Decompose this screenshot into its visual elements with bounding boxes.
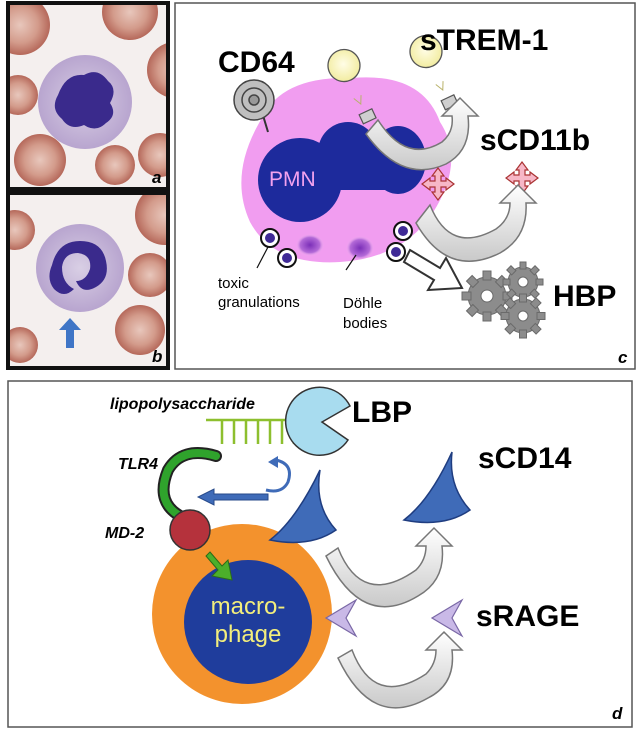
hbp-label: HBP — [553, 280, 616, 313]
macrophage-nucleus — [184, 560, 312, 684]
neutrophil-cell-b — [36, 224, 124, 312]
rotate-arrow-icon — [265, 458, 291, 493]
transfer-arrow-icon — [196, 488, 269, 506]
scd14-label: sCD14 — [478, 442, 572, 475]
strem1-bulb-icon — [327, 48, 377, 125]
panel-b-letter: b — [152, 347, 162, 366]
panel-d-letter: d — [612, 704, 623, 723]
cd64-receptor-icon — [233, 79, 275, 133]
scd11b-label: sCD11b — [480, 124, 590, 157]
shed-arrow-srage — [337, 630, 464, 709]
panel-a-letter: a — [152, 168, 161, 187]
scd14-soluble-icon — [402, 451, 472, 524]
signal-arrow-icon — [205, 551, 233, 581]
arrow-up-icon — [59, 318, 81, 348]
panel-c-letter: c — [618, 348, 628, 367]
srage-label: sRAGE — [476, 600, 579, 633]
rage-membrane-icon — [324, 598, 358, 638]
md2-label: MD-2 — [105, 525, 144, 542]
shed-arrow-scd14 — [325, 526, 454, 608]
pmn-label: PMN — [269, 168, 316, 191]
nucleus-a — [54, 72, 114, 129]
panel-b: b — [6, 191, 170, 370]
lps-label: lipopolysaccharide — [110, 396, 255, 413]
dohle-label-line1: Döhle — [343, 295, 382, 312]
strem1-label: sTREM-1 — [420, 24, 548, 57]
cd14-membrane-icon — [268, 469, 338, 544]
srage-soluble-icon — [430, 598, 464, 638]
panel-a: a — [6, 1, 170, 191]
toxic-granulations — [260, 221, 413, 268]
toxic-label-line1: toxic — [218, 275, 249, 292]
md2-icon — [169, 509, 211, 551]
tlr4-label: TLR4 — [118, 456, 158, 473]
panel-d: macro- phage lipopolysaccharide LBP TLR4… — [7, 380, 633, 728]
strem1-bulb-soluble-icon — [409, 34, 459, 111]
cd11b-icon — [421, 167, 455, 201]
hbp-gears-icon — [461, 261, 546, 339]
tlr4-icon — [159, 449, 220, 522]
cd64-label: CD64 — [218, 46, 295, 79]
macrophage-label-line2: phage — [215, 621, 282, 648]
dohle-bodies — [296, 234, 374, 260]
shed-arrow-strem1 — [365, 96, 480, 171]
panel-c: PMN toxic granulations Döhle bodies — [174, 2, 636, 370]
lbp-icon — [284, 386, 351, 457]
lbp-label: LBP — [352, 396, 412, 429]
dohle-label-line2: bodies — [343, 315, 387, 332]
nucleus-b — [49, 241, 107, 294]
macrophage-label-line1: macro- — [211, 593, 286, 620]
toxic-label-line2: granulations — [218, 294, 300, 311]
shed-arrow-scd11b — [415, 183, 538, 262]
hbp-release-arrow — [402, 248, 464, 292]
